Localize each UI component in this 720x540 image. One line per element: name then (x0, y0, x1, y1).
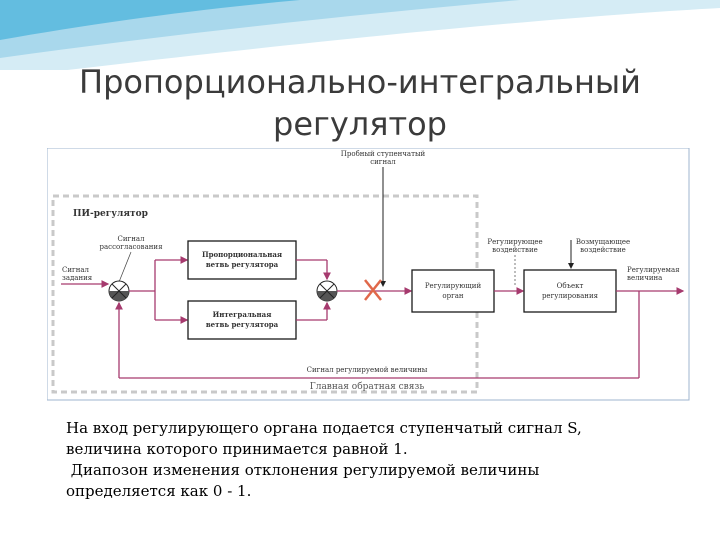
integral-branch-label-1: Интегральная (213, 310, 272, 319)
description-line-1: На вход регулирующего органа подается ст… (66, 419, 582, 437)
disturbance-label-1: Возмущающее (576, 238, 630, 246)
proportional-branch-label-2: ветвь регулятора (206, 260, 279, 269)
control-action-label-2: воздействие (492, 246, 538, 254)
slide-title-line2: регулятор (273, 105, 447, 143)
description-line-4: определяется как 0 - 1. (66, 482, 252, 500)
proportional-branch-label-1: Пропорциональная (202, 250, 282, 259)
summing-junction-1 (108, 280, 130, 302)
mismatch-pointer (118, 251, 132, 283)
setpoint-label-1: Сигнал (62, 266, 90, 274)
step-signal-label-2: сигнал (370, 158, 396, 166)
break-cross-mark (364, 279, 382, 301)
setpoint-label-2: задания (62, 274, 93, 282)
plant-box (523, 269, 617, 313)
slide-title-line1: Пропорционально-интегральный (79, 63, 641, 101)
control-organ-label-1: Регулирующий (425, 282, 482, 290)
summing-junction-2 (316, 280, 338, 302)
control-organ-box (411, 269, 495, 313)
main-feedback-label: Главная обратная связь (310, 381, 425, 392)
mismatch-signal-label-2: рассогласования (100, 243, 164, 251)
pi-regulator-label: ПИ-регулятор (73, 209, 148, 219)
proportional-branch-box (187, 240, 297, 280)
step-signal-label-1: Пробный ступенчатый (341, 150, 426, 158)
description-line-3: Диапозон изменения отклонения регулируем… (66, 461, 540, 479)
disturbance-label-2: воздействие (580, 246, 626, 254)
feedback-signal-label: Сигнал регулируемой величины (307, 366, 428, 374)
header-swoosh-decoration (0, 0, 720, 70)
plant-label-1: Объект (557, 282, 584, 290)
pi-regulator-diagram: Пробный ступенчатый сигнал ПИ-регулятор … (47, 148, 690, 401)
plant-label-2: регулирования (542, 292, 599, 300)
controlled-variable-label-1: Регулируемая (627, 266, 680, 274)
controlled-variable-label-2: величина (627, 274, 662, 282)
control-action-label-1: Регулирующее (487, 238, 542, 246)
integral-branch-label-2: ветвь регулятора (206, 320, 279, 329)
description-text: На вход регулирующего органа подается ст… (66, 418, 666, 502)
description-line-2: величина которого принимается равной 1. (66, 440, 408, 458)
control-organ-label-2: орган (442, 292, 464, 300)
mismatch-signal-label-1: Сигнал (118, 235, 146, 243)
